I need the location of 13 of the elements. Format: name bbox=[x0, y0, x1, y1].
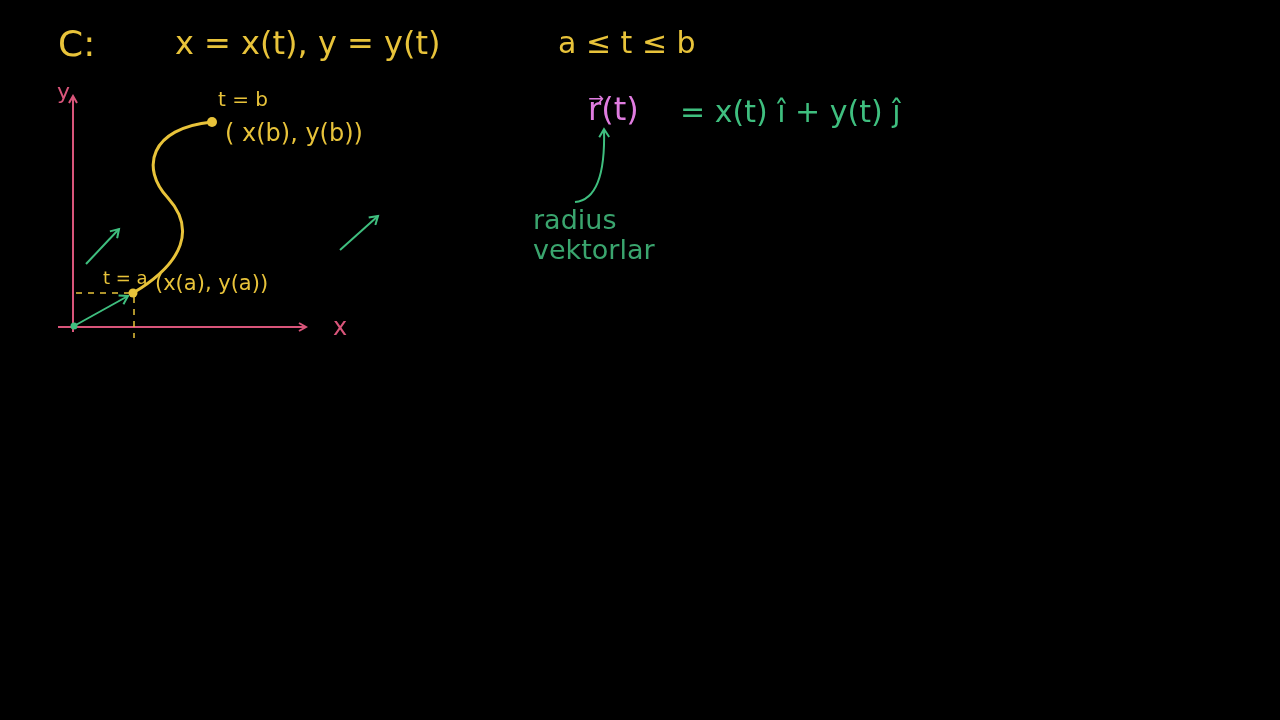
parameter-range: a ≤ t ≤ b bbox=[558, 26, 696, 59]
point-coordinates: ( x(b), y(b)) bbox=[225, 120, 363, 147]
point-label: t = b bbox=[218, 88, 268, 110]
point-coordinates: (x(a), y(a)) bbox=[155, 272, 269, 296]
point-label: t = a bbox=[103, 268, 148, 288]
curve-name: C: bbox=[58, 24, 96, 64]
axis-label: y bbox=[57, 80, 71, 105]
axis-label: x bbox=[333, 314, 348, 341]
parametric-equations: x = x(t), y = y(t) bbox=[175, 26, 441, 62]
curved-arrow bbox=[574, 128, 611, 203]
vector-equation: = x(t) î + y(t) ĵ bbox=[680, 95, 901, 128]
vector-function: r⃗(t) bbox=[588, 92, 639, 128]
annotation-text: radius vektorlar bbox=[533, 205, 673, 265]
